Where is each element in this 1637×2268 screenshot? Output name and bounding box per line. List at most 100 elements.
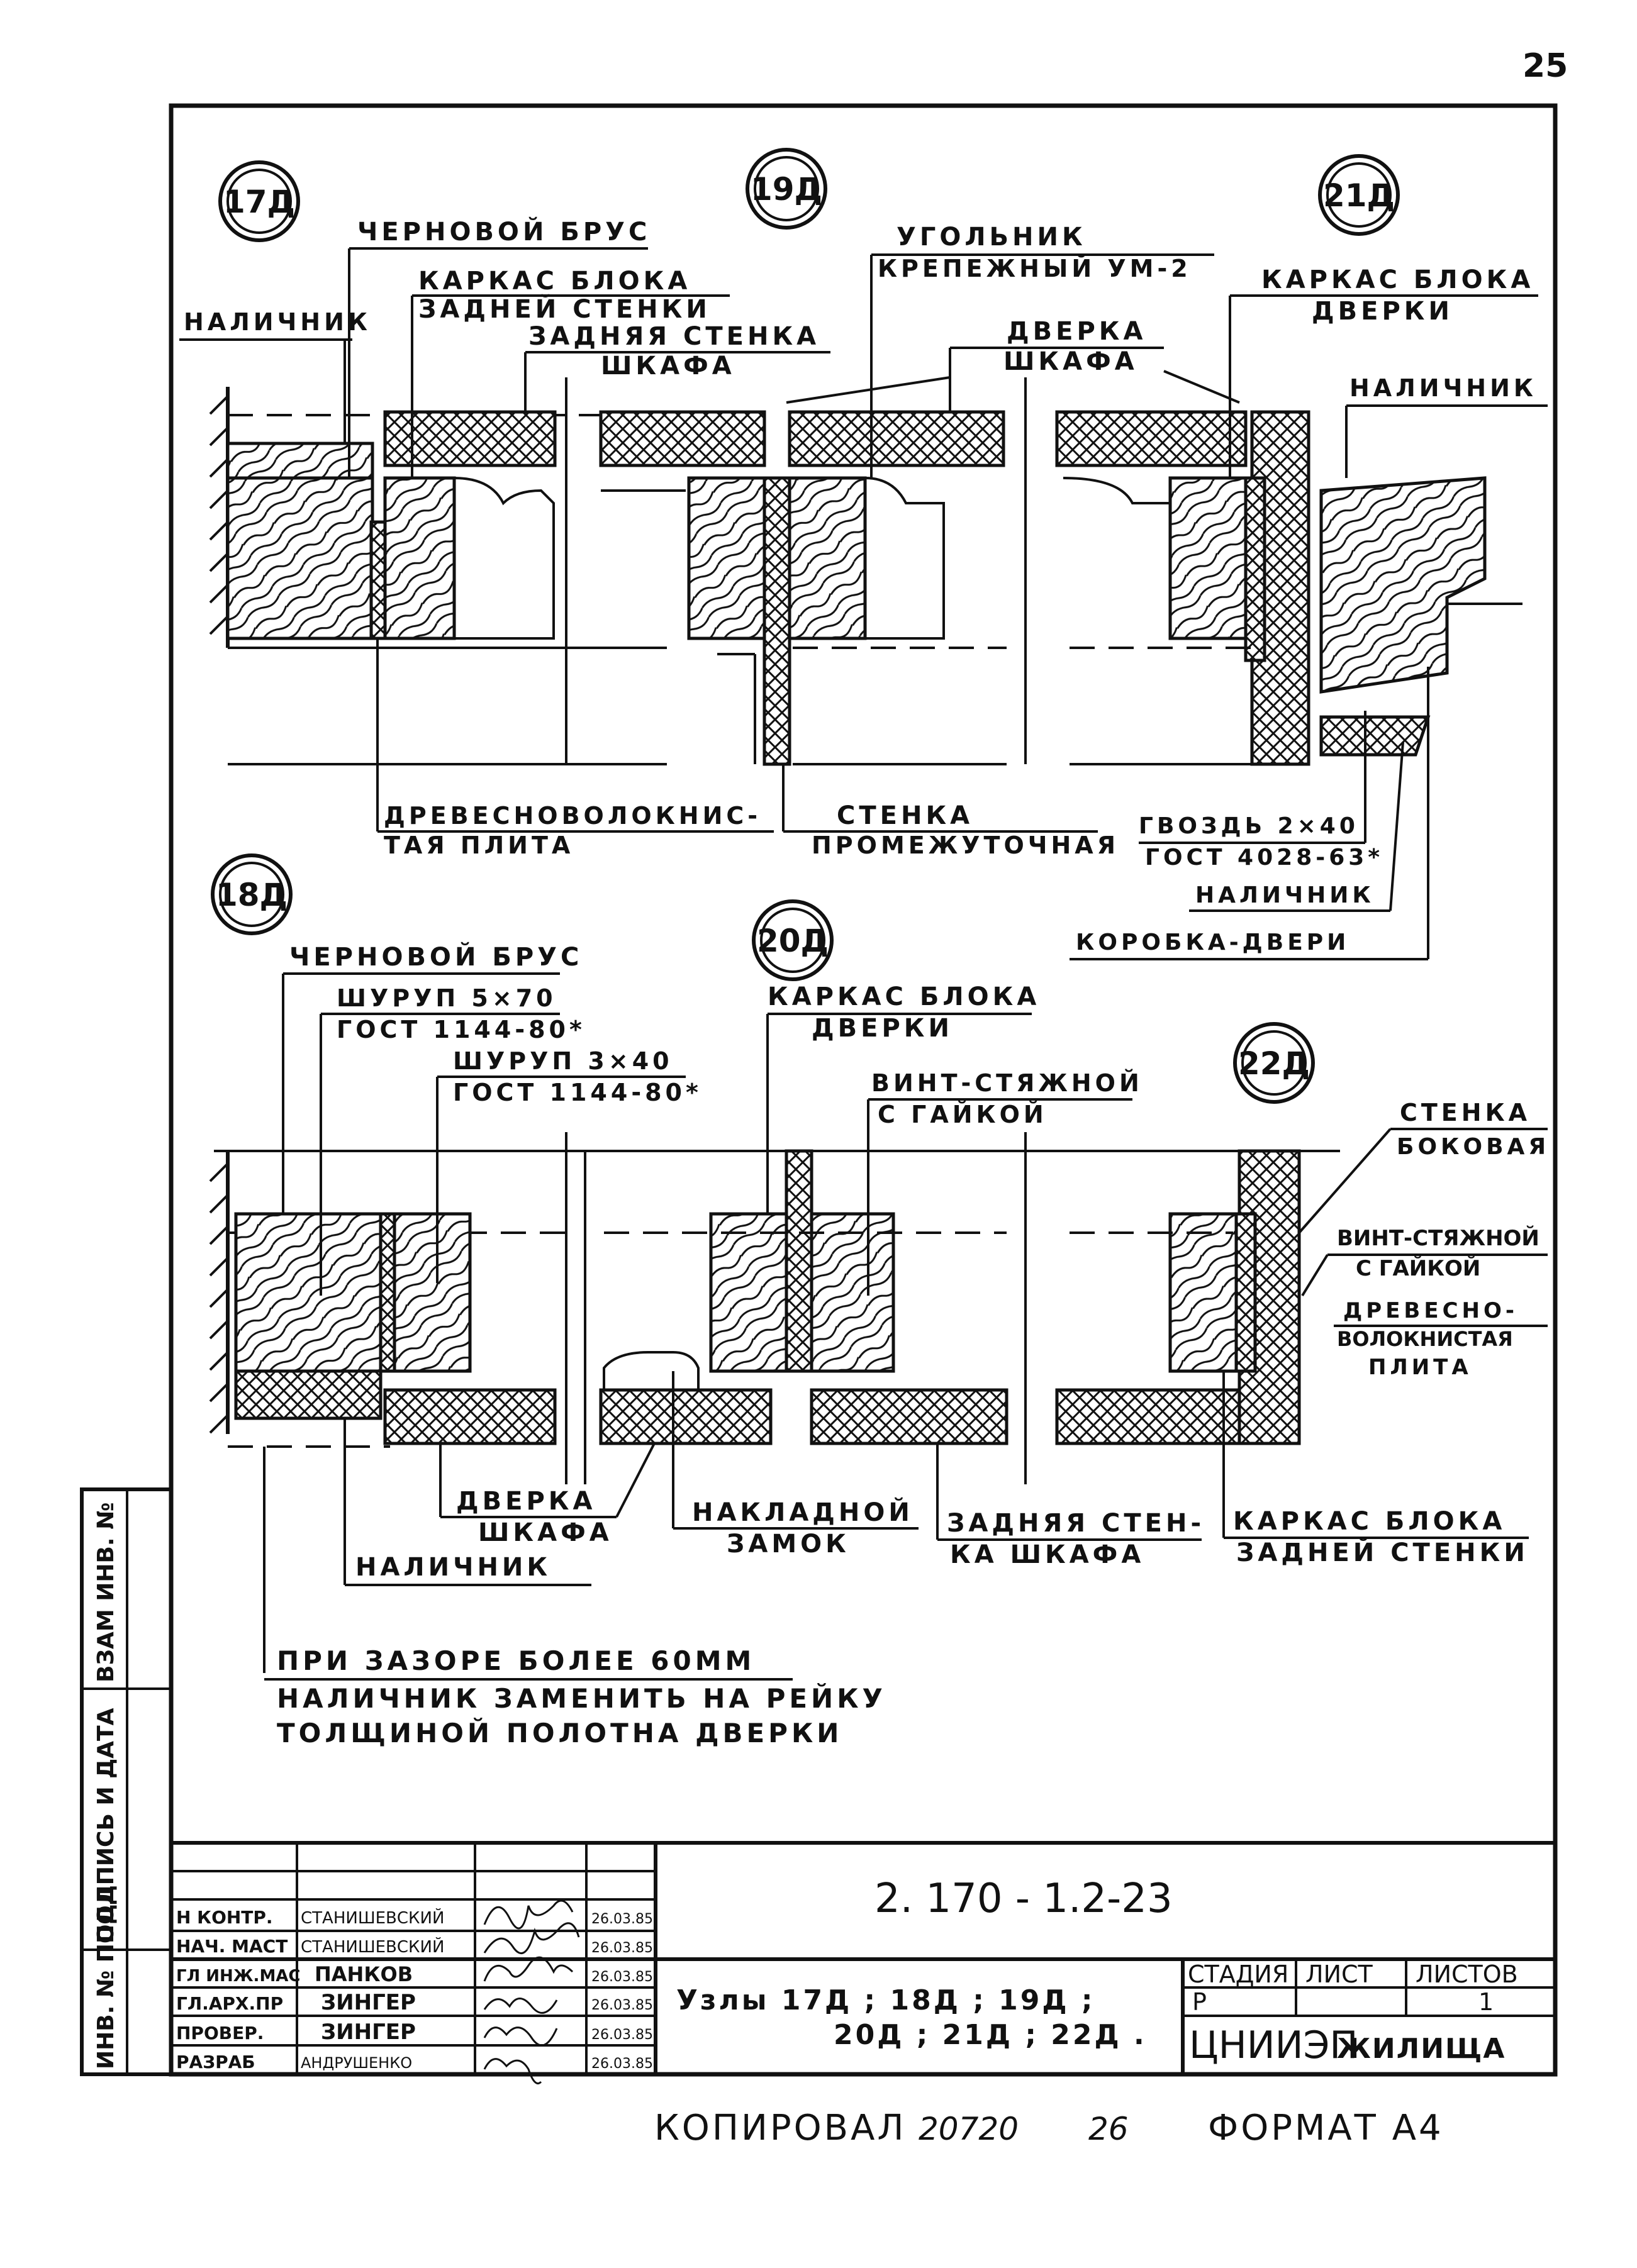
row6-name: АНДРУШЕНКО	[301, 2054, 412, 2072]
row1-role: Н КОНТР.	[176, 1907, 273, 1928]
label-karkas-zad-bottom-1: КАРКАС БЛОКА	[1233, 1507, 1506, 1536]
org-name: ЦНИИЭП	[1189, 2023, 1358, 2067]
label-karkas-dv-top-2: ДВЕРКИ	[1312, 297, 1453, 326]
row4-role: ГЛ.АРХ.ПР	[176, 1993, 283, 2014]
label-nalichnik-bottom: НАЛИЧНИК	[355, 1553, 551, 1582]
node-17d-label: 17Д	[223, 184, 295, 220]
node-22d-label: 22Д	[1238, 1045, 1310, 1082]
drawing-frame	[169, 103, 1558, 2077]
footer-copy-num: 20720	[919, 2111, 1019, 2147]
label-zamok-1: НАКЛАДНОЙ	[692, 1497, 913, 1527]
hdr-sheets: ЛИСТОВ	[1416, 1960, 1518, 1988]
label-ugolnik-2: КРЕПЕЖНЫЙ УМ-2	[878, 255, 1192, 282]
row5-name: ЗИНГЕР	[321, 2020, 416, 2045]
label-shurup1-1: ШУРУП 5×70	[337, 984, 557, 1012]
label-karkas-dv-bottom-1: КАРКАС БЛОКА	[768, 982, 1040, 1011]
label-zad-stenka-top-1: ЗАДНЯЯ СТЕНКА	[528, 322, 820, 351]
title-line2: 20Д ; 21Д ; 22Д .	[834, 2019, 1147, 2051]
label-dvp-r-2: ВОЛОКНИСТАЯ	[1337, 1327, 1513, 1351]
label-dverka-bottom-2: ШКАФА	[478, 1518, 613, 1547]
row1-name: СТАНИШЕВСКИЙ	[301, 1908, 444, 1928]
row5-date: 26.03.85	[591, 2027, 653, 2043]
label-zad-st-1: ЗАДНЯЯ СТЕН-	[947, 1509, 1205, 1538]
node-markers: 17Д 19Д 21Д 18Д 20Д 22Д	[211, 148, 1400, 1104]
stage-value: Р	[1192, 1988, 1207, 2016]
bottom-callouts: ЧЕРНОВОЙ БРУС ШУРУП 5×70 ГОСТ 1144-80* Ш…	[263, 942, 1550, 1748]
label-vint-2: С ГАЙКОЙ	[878, 1101, 1048, 1128]
label-zad-st-2: КА ШКАФА	[950, 1540, 1144, 1569]
note-line1: ПРИ ЗАЗОРЕ БОЛЕЕ 60ММ	[277, 1645, 755, 1676]
footer-copy-page: 26	[1088, 2111, 1129, 2147]
label-karkas-zad-top-1: КАРКАС БЛОКА	[418, 267, 691, 296]
label-chernovoy-brus-top: ЧЕРНОВОЙ БРУС	[357, 216, 651, 247]
label-zad-stenka-top-2: ШКАФА	[601, 352, 735, 381]
stamp-podpis: ПОДПИСЬ И ДАТА	[93, 1708, 119, 1943]
row2-name: СТАНИШЕВСКИЙ	[301, 1937, 444, 1957]
signatures	[483, 1899, 580, 2084]
label-dvp-r-1: ДРЕВЕСНО-	[1343, 1298, 1518, 1323]
label-stenka-b-2: БОКОВАЯ	[1397, 1134, 1550, 1160]
label-korobka: КОРОБКА-ДВЕРИ	[1076, 930, 1349, 955]
label-nalichnik-low: НАЛИЧНИК	[1195, 882, 1375, 908]
title-block: 2. 170 - 1.2-23 Узлы 17Д ; 18Д ; 19Д ; 2…	[171, 1841, 1555, 2084]
label-shurup2-2: ГОСТ 1144-80*	[453, 1079, 702, 1106]
label-nalichnik-top-right: НАЛИЧНИК	[1349, 374, 1537, 402]
footer-copied: КОПИРОВАЛ	[654, 2108, 907, 2148]
note-line3: ТОЛЩИНОЙ ПОЛОТНА ДВЕРКИ	[277, 1717, 842, 1748]
hdr-sheet: ЛИСТ	[1305, 1960, 1373, 1988]
label-dvp-top-1: ДРЕВЕСНОВОЛОКНИС-	[384, 802, 761, 830]
label-vint-r-2: С ГАЙКОЙ	[1356, 1255, 1480, 1281]
row1-date: 26.03.85	[591, 1911, 653, 1927]
row4-name: ЗИНГЕР	[321, 1990, 416, 2015]
side-stamp: ВЗАМ ИНВ. № ПОДПИСЬ И ДАТА ИНВ. № ПОДЛ	[80, 1487, 173, 2076]
label-karkas-dv-top-1: КАРКАС БЛОКА	[1261, 265, 1534, 294]
footer: КОПИРОВАЛ 20720 26 ФОРМАТ А4	[654, 2108, 1444, 2148]
footer-format: ФОРМАТ А4	[1208, 2108, 1444, 2148]
label-shurup1-2: ГОСТ 1144-80*	[337, 1016, 586, 1043]
label-dverka-top-2: ШКАФА	[1003, 347, 1138, 376]
label-gvozd-1: ГВОЗДЬ 2×40	[1139, 813, 1359, 839]
label-dverka-bottom-1: ДВЕРКА	[456, 1487, 596, 1516]
label-shurup2-1: ШУРУП 3×40	[453, 1047, 673, 1075]
label-nalichnik-top-left: НАЛИЧНИК	[184, 308, 371, 336]
doc-number: 2. 170 - 1.2-23	[874, 1876, 1173, 1922]
row2-role: НАЧ. МАСТ	[176, 1936, 288, 1957]
label-stenka-pr-2: ПРОМЕЖУТОЧНАЯ	[812, 831, 1119, 859]
title-line1: Узлы 17Д ; 18Д ; 19Д ;	[676, 1984, 1095, 2016]
label-karkas-zad-top-2: ЗАДНЕЙ СТЕНКИ	[418, 294, 711, 324]
label-karkas-dv-bottom-2: ДВЕРКИ	[812, 1014, 953, 1043]
note-line2: НАЛИЧНИК ЗАМЕНИТЬ НА РЕЙКУ	[277, 1682, 886, 1714]
node-18d-label: 18Д	[216, 877, 288, 913]
label-zamok-2: ЗАМОК	[727, 1530, 850, 1559]
row6-date: 26.03.85	[591, 2056, 653, 2072]
node-19d-label: 19Д	[751, 171, 822, 208]
row2-date: 26.03.85	[591, 1940, 653, 1956]
row5-role: ПРОВЕР.	[176, 2023, 264, 2043]
label-stenka-b-1: СТЕНКА	[1400, 1099, 1531, 1126]
row3-date: 26.03.85	[591, 1969, 653, 1985]
bottom-details	[209, 1132, 1340, 1484]
sheets-value: 1	[1478, 1988, 1494, 2016]
row6-role: РАЗРАБ	[176, 2052, 255, 2072]
row3-name: ПАНКОВ	[315, 1962, 413, 1986]
label-ugolnik-1: УГОЛЬНИК	[897, 223, 1087, 252]
label-gvozd-2: ГОСТ 4028-63*	[1145, 845, 1383, 870]
node-21d-label: 21Д	[1323, 177, 1395, 214]
top-callouts: ЧЕРНОВОЙ БРУС КАРКАС БЛОКА ЗАДНЕЙ СТЕНКИ…	[179, 216, 1548, 960]
page-number: 25	[1522, 47, 1568, 85]
node-20d-label: 20Д	[757, 923, 829, 959]
label-dvp-top-2: ТАЯ ПЛИТА	[384, 831, 574, 859]
stamp-vzam: ВЗАМ ИНВ. №	[93, 1503, 119, 1682]
hdr-stage: СТАДИЯ	[1188, 1960, 1288, 1988]
label-stenka-pr-1: СТЕНКА	[837, 801, 973, 830]
label-karkas-zad-bottom-2: ЗАДНЕЙ СТЕНКИ	[1236, 1537, 1529, 1567]
label-dvp-r-3: ПЛИТА	[1368, 1355, 1472, 1380]
row4-date: 26.03.85	[591, 1998, 653, 2013]
label-chernovoy-brus-bottom: ЧЕРНОВОЙ БРУС	[289, 942, 583, 972]
top-details	[209, 377, 1522, 766]
org-suffix: ЖИЛИЩА	[1337, 2033, 1506, 2065]
label-dverka-top-1: ДВЕРКА	[1007, 317, 1146, 346]
row3-role: ГЛ ИНЖ.МАС	[176, 1967, 301, 1986]
label-vint-1: ВИНТ-СТЯЖНОЙ	[871, 1069, 1143, 1097]
